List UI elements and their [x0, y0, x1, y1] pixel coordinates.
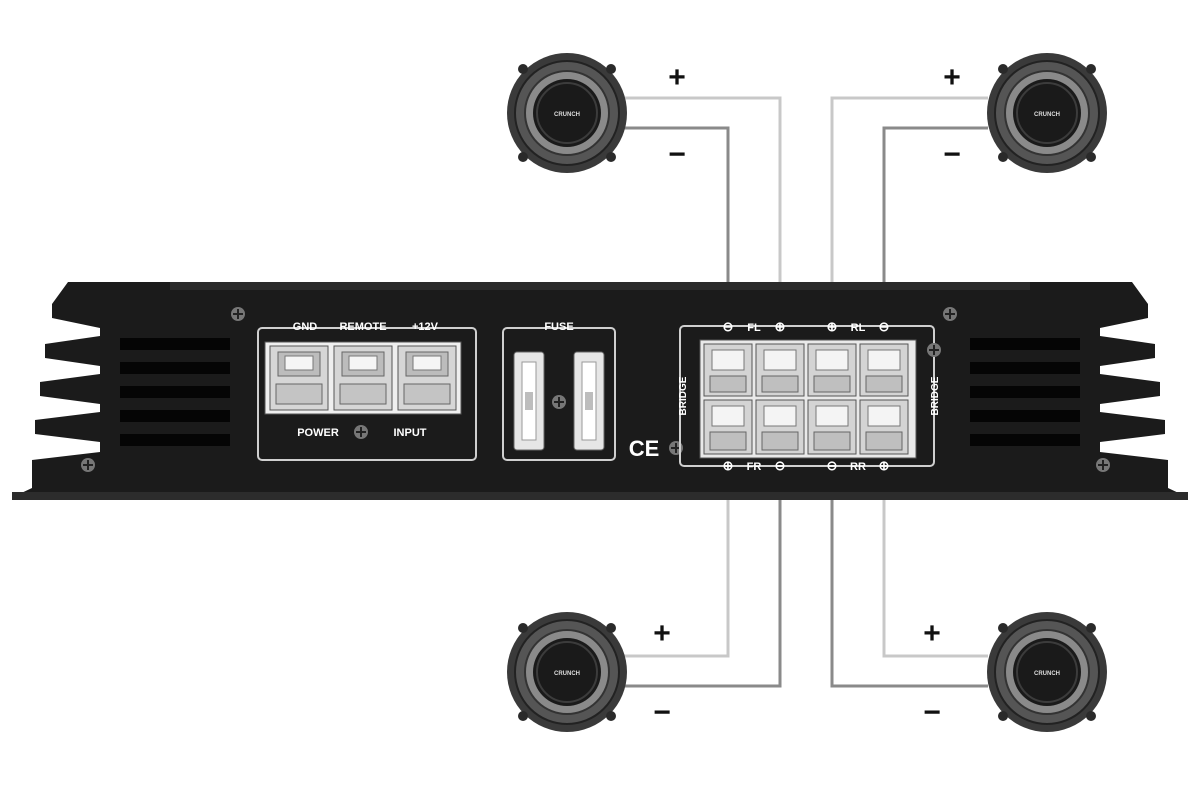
fuse-block-frame — [502, 327, 616, 461]
speaker-brand: CRUNCH — [1034, 671, 1060, 677]
wire-rr-negative — [830, 488, 988, 688]
power-block-frame — [257, 327, 477, 461]
speaker-icon — [507, 612, 627, 732]
fuse-block: FUSE — [502, 321, 616, 461]
fuse-label: FUSE — [544, 321, 573, 333]
speaker-terminal-rl-plus[interactable] — [807, 343, 857, 397]
rl-minus-symbol: ⊖ — [879, 319, 890, 334]
speaker-fr-minus-sign: − — [653, 696, 671, 729]
screw-icon — [943, 307, 957, 321]
power-led-label: POWER — [297, 427, 339, 439]
fr-plus-symbol: ⊕ — [723, 458, 734, 473]
speaker-block-frame — [679, 325, 935, 467]
screw-icon — [552, 395, 566, 409]
speaker-terminal-rr-plus[interactable] — [859, 399, 909, 455]
chassis-bottom-flange — [12, 492, 1188, 500]
speaker-brand: CRUNCH — [554, 112, 580, 118]
speaker-rl-plus-sign: + — [943, 61, 961, 94]
speaker-fr-plus-sign: + — [653, 617, 671, 650]
speaker-rr-plus-sign: + — [923, 617, 941, 650]
speaker-terminal-rl-minus[interactable] — [859, 343, 909, 397]
rr-minus-symbol: ⊖ — [827, 458, 838, 473]
bridge-label-left: BRIDGE — [678, 376, 689, 415]
screw-icon — [927, 343, 941, 357]
rr-plus-symbol: ⊕ — [879, 458, 890, 473]
wire-rr-positive — [882, 488, 988, 658]
fuse-left[interactable] — [513, 351, 545, 451]
power-terminal-12v[interactable] — [397, 345, 457, 411]
speaker-rear-right: CRUNCH — [987, 612, 1107, 732]
wire-fr-positive — [612, 488, 730, 658]
speaker-front-right: CRUNCH — [507, 612, 627, 732]
amplifier: GND REMOTE +12V POWER — [12, 282, 1188, 500]
bridge-label-right: BRIDGE — [930, 376, 941, 415]
speaker-rear-left: CRUNCH — [987, 53, 1107, 173]
wire-rl-negative — [882, 126, 988, 300]
screw-icon — [1096, 458, 1110, 472]
speaker-fl-minus-sign: − — [668, 138, 686, 171]
speaker-terminal-fr-plus[interactable] — [703, 399, 753, 455]
speaker-icon — [507, 53, 627, 173]
wire-fr-negative — [612, 488, 782, 688]
terminal-label-12v: +12V — [412, 321, 439, 333]
speaker-terminal-fl-minus[interactable] — [703, 343, 753, 397]
speaker-brand: CRUNCH — [1034, 112, 1060, 118]
speaker-rr-minus-sign: − — [923, 696, 941, 729]
channel-label-fl: FL — [747, 322, 761, 334]
terminal-label-remote: REMOTE — [339, 321, 386, 333]
wire-fl-positive — [612, 96, 782, 300]
speaker-terminal-rr-minus[interactable] — [807, 399, 857, 455]
wires — [612, 96, 988, 688]
power-terminal-remote[interactable] — [333, 345, 393, 411]
power-terminal-gnd[interactable] — [269, 345, 329, 411]
fl-plus-symbol: ⊕ — [775, 319, 786, 334]
speaker-terminal-fr-minus[interactable] — [755, 399, 805, 455]
screw-icon — [354, 425, 368, 439]
vents-left — [120, 338, 230, 446]
fr-minus-symbol: ⊖ — [775, 458, 786, 473]
fuse-right[interactable] — [573, 351, 605, 451]
power-block: GND REMOTE +12V POWER — [257, 321, 477, 461]
ce-mark: CE — [629, 436, 660, 461]
channel-label-rr: RR — [850, 461, 866, 473]
channel-label-rl: RL — [851, 322, 866, 334]
rl-plus-symbol: ⊕ — [827, 319, 838, 334]
wire-fl-negative — [612, 126, 730, 300]
screw-icon — [231, 307, 245, 321]
speaker-front-left: CRUNCH — [507, 53, 627, 173]
screw-icon — [81, 458, 95, 472]
speaker-fl-plus-sign: + — [668, 61, 686, 94]
speaker-brand: CRUNCH — [554, 671, 580, 677]
speaker-icon — [987, 612, 1107, 732]
channel-label-fr: FR — [747, 461, 762, 473]
speaker-icon — [987, 53, 1107, 173]
speaker-terminal-fl-plus[interactable] — [755, 343, 805, 397]
input-label: INPUT — [394, 427, 427, 439]
chassis-screws — [81, 307, 1110, 472]
speaker-terminal-block: ⊖ FL ⊕ ⊕ RL ⊖ BRIDGE BRIDGE ⊕ FR ⊖ — [678, 319, 941, 473]
terminal-label-gnd: GND — [293, 321, 318, 333]
wire-rl-positive — [830, 96, 988, 300]
chassis-top-edge — [170, 282, 1030, 290]
vents-right — [970, 338, 1080, 446]
speaker-rl-minus-sign: − — [943, 138, 961, 171]
fl-minus-symbol: ⊖ — [723, 319, 734, 334]
